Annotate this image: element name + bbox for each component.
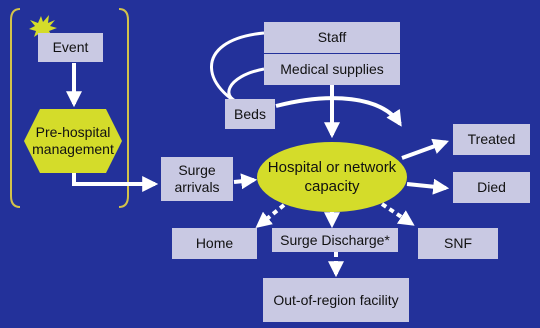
left-bracket (10, 8, 21, 208)
node-surge-arrivals-label: Surge arrivals (174, 162, 220, 195)
node-event: Event (38, 33, 103, 62)
node-staff-label: Staff (317, 29, 347, 45)
right-bracket (118, 8, 129, 208)
arrow-hub-to-home (255, 203, 286, 229)
node-medical-supplies-label: Medical supplies (280, 61, 384, 77)
node-event-label: Event (52, 39, 89, 55)
node-pre-hospital-management: Pre-hospital management (28, 110, 118, 172)
node-treated: Treated (453, 124, 530, 155)
arrow-beds-to-hub (275, 96, 402, 127)
arrow-prehospital-to-surge-arrivals (72, 173, 159, 192)
node-home: Home (172, 228, 257, 259)
pre-hospital-hexagon (24, 109, 122, 173)
hospital-capacity-ellipse (257, 142, 407, 212)
node-hospital-capacity-label: Hospital or network capacity (267, 159, 397, 195)
node-staff: Staff (264, 22, 400, 53)
node-beds-label: Beds (234, 105, 266, 122)
node-pre-hospital-label: Pre-hospital management (32, 124, 114, 157)
node-snf: SNF (418, 228, 498, 259)
node-died: Died (453, 172, 530, 203)
node-surge-discharge-label: Surge Discharge* (280, 231, 390, 248)
node-hospital-capacity: Hospital or network capacity (262, 152, 402, 202)
node-surge-arrivals: Surge arrivals (161, 157, 233, 201)
arrow-supplies-loop (227, 67, 265, 105)
node-medical-supplies: Medical supplies (264, 54, 400, 85)
arrow-hub-to-died (406, 178, 450, 195)
arrow-hub-to-snf (380, 202, 415, 226)
node-beds: Beds (225, 99, 275, 129)
arrow-hub-to-treated (401, 138, 450, 160)
node-out-of-region-facility: Out-of-region facility (263, 278, 409, 322)
node-out-of-region-label: Out-of-region facility (273, 291, 399, 308)
node-home-label: Home (195, 235, 234, 251)
node-treated-label: Treated (467, 131, 516, 147)
arrow-surge-arrivals-to-hub (233, 173, 258, 190)
node-surge-discharge: Surge Discharge* (272, 228, 398, 252)
node-snf-label: SNF (444, 235, 472, 251)
node-died-label: Died (477, 179, 506, 195)
